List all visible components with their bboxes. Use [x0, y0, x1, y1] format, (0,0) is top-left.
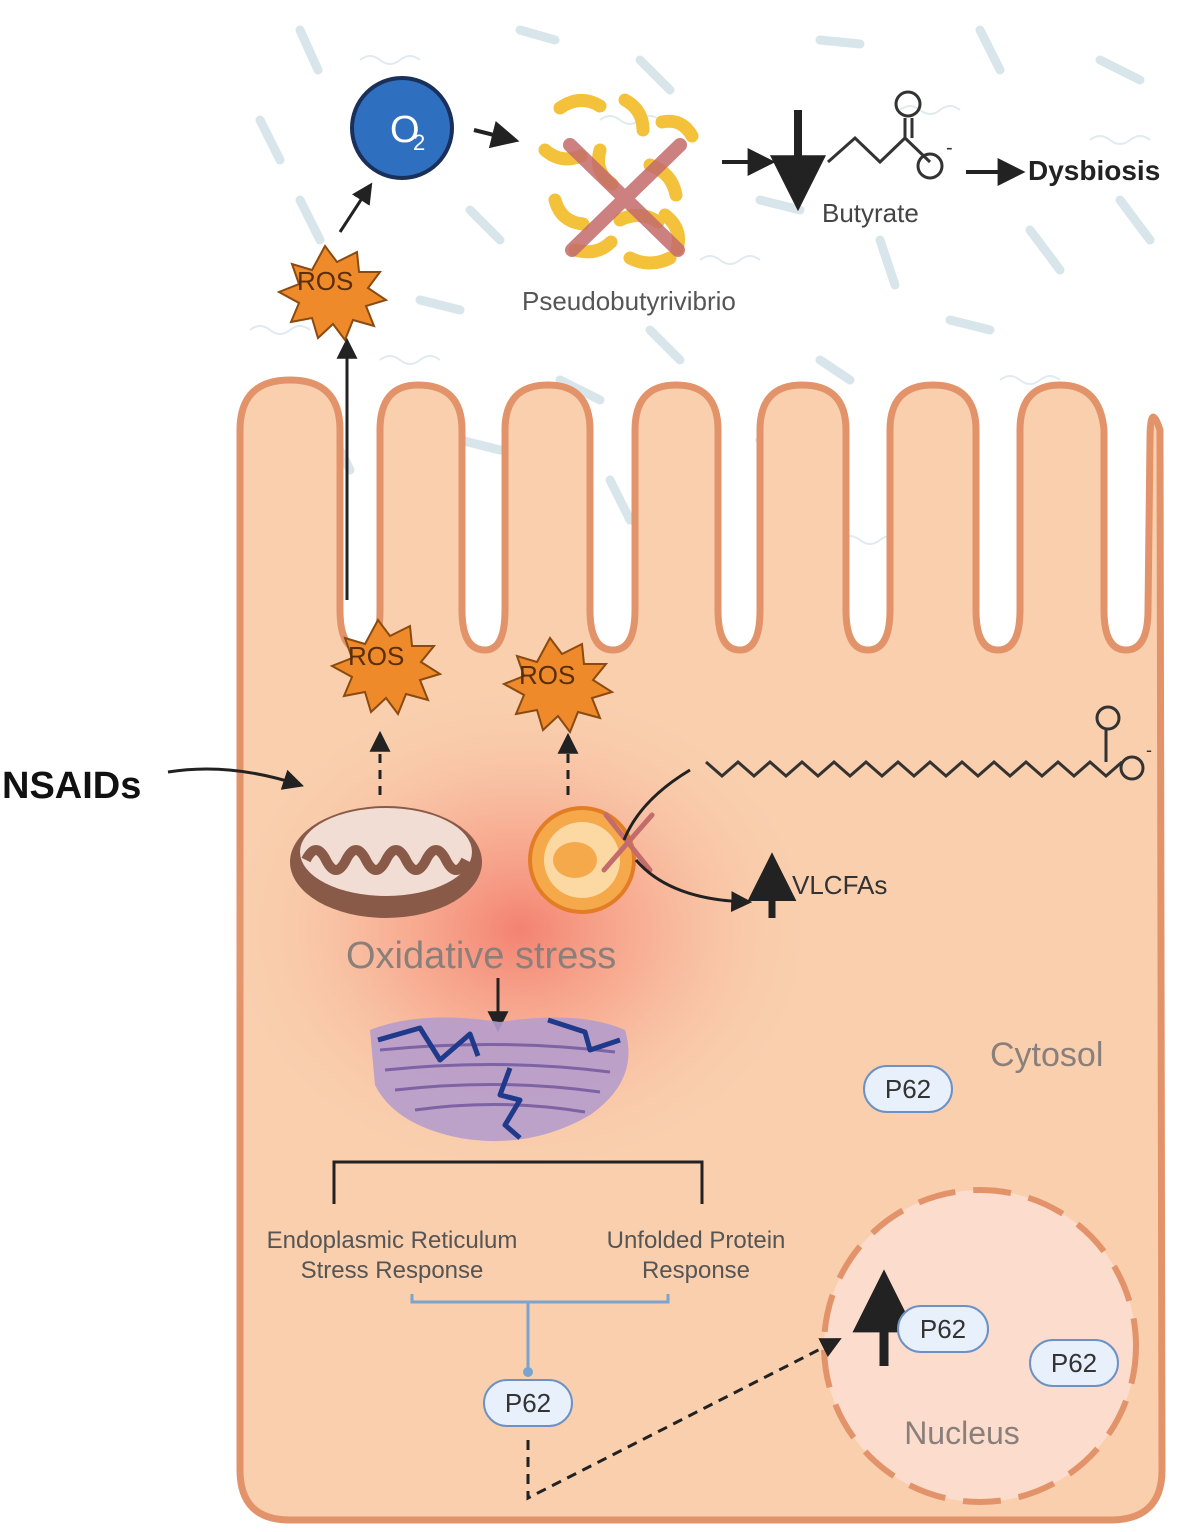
stress-response-bracket	[332, 1160, 704, 1204]
cross-icon-bacteria	[563, 138, 687, 257]
butyrate-label: Butyrate	[822, 198, 919, 228]
er-stress-label-line1: Endoplasmic Reticulum	[267, 1227, 518, 1254]
upr-label-line1: Unfolded Protein	[607, 1227, 786, 1254]
o2-molecule	[350, 76, 454, 180]
vlcfas-label: VLCFAs	[792, 870, 887, 900]
connector-end-dot	[523, 1367, 533, 1377]
butyrate-charge: -	[946, 137, 953, 159]
p62-lower	[483, 1379, 573, 1427]
endoplasmic-reticulum	[370, 1017, 629, 1142]
pseudobutyrivibrio-label: Pseudobutyrivibrio	[522, 286, 736, 316]
oxidative-stress-label: Oxidative stress	[346, 935, 616, 977]
oxidative-stress-glow	[220, 680, 820, 1180]
ros-label-left: ROS	[348, 641, 404, 671]
ros-burst-left	[329, 618, 443, 717]
nsaids-label: NSAIDs	[2, 765, 141, 807]
arrow-o2-to-bacteria	[473, 120, 520, 149]
p62-label-nucleus-right: P62	[1051, 1348, 1097, 1378]
nucleus-label: Nucleus	[904, 1415, 1020, 1451]
response-connector	[410, 1294, 670, 1370]
p62-cytosol	[863, 1065, 953, 1113]
vlcfa-carboxyl	[1095, 705, 1145, 781]
cytosol-label: Cytosol	[990, 1036, 1103, 1074]
arrow-vlcfa-into-peroxisome	[622, 768, 691, 841]
vlcfa-charge: -	[1146, 740, 1152, 760]
ros-burst-middle	[501, 636, 615, 735]
peroxisome	[528, 806, 636, 914]
arrow-nsaids-to-mitochondria	[167, 767, 304, 790]
mitochondrion	[290, 806, 482, 918]
p62-label-nucleus-left: P62	[920, 1314, 966, 1344]
vlcfa-structure	[705, 760, 1123, 778]
upr-label-line2: Response	[642, 1257, 750, 1284]
p62-nucleus-right	[1029, 1339, 1119, 1387]
p62-label-cytosol: P62	[885, 1074, 931, 1104]
p62-nucleus-left	[897, 1305, 989, 1353]
er-stress-label-line2: Stress Response	[301, 1257, 484, 1284]
cross-icon-peroxisome	[601, 812, 655, 873]
arrow-ros-to-o2	[338, 182, 373, 233]
o2-subscript: 2	[413, 130, 425, 155]
dysbiosis-label: Dysbiosis	[1028, 155, 1160, 186]
p62-label-lower: P62	[505, 1388, 551, 1418]
arrow-peroxisome-to-vlcfas	[634, 859, 753, 913]
butyrate-structure	[827, 90, 944, 180]
ros-label-middle: ROS	[519, 660, 575, 690]
ros-label-top: ROS	[297, 266, 353, 296]
o2-label: O	[390, 109, 420, 151]
arrow-p62-to-nucleus	[526, 1338, 842, 1501]
